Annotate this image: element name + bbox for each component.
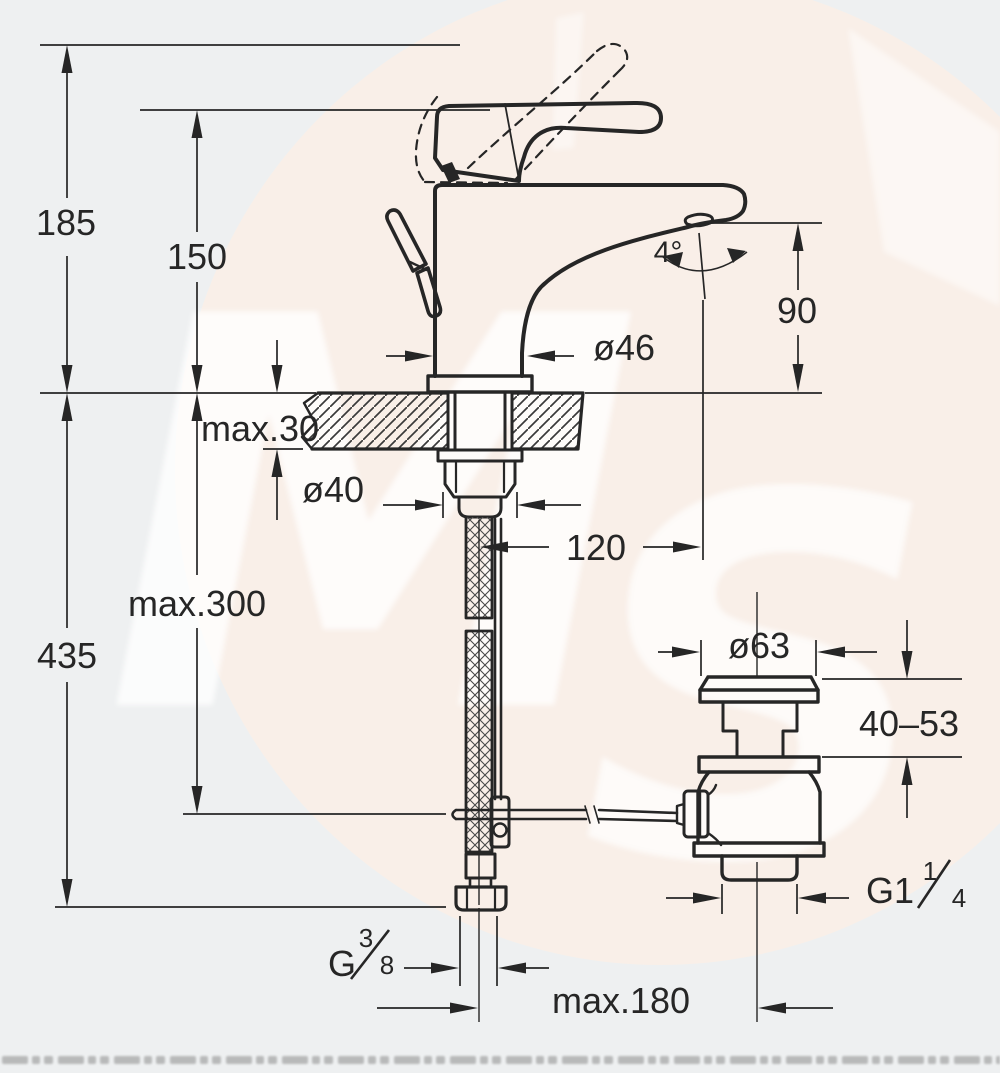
dim-label-120: 120 (566, 527, 626, 568)
dim-label-40-53: 40–53 (859, 703, 959, 744)
angle-arc-arrow-left (664, 252, 683, 268)
dim-label-d40: ø40 (302, 469, 364, 510)
dim-label-g38-num: 3 (359, 923, 373, 953)
dimension-lines (40, 44, 962, 1022)
rod-ball-joint (682, 789, 710, 839)
dim-label-max300: max.300 (128, 583, 266, 624)
dim-label-g114-prefix: G1 (866, 870, 914, 911)
dim-label-g114-den: 4 (952, 883, 966, 913)
popup-rod (451, 517, 686, 849)
lever-outline (433, 100, 663, 183)
deck-break-line (300, 391, 320, 451)
dim-label-d63: ø63 (728, 625, 790, 666)
dim-label-g114-num: 1 (923, 856, 937, 886)
dim-label-max30: max.30 (201, 408, 319, 449)
dim-label-90: 90 (777, 290, 817, 331)
dimension-arrowheads (61, 45, 913, 1014)
waste-stem (721, 700, 799, 759)
waste-outlet (720, 854, 799, 882)
dim-label-150: 150 (167, 236, 227, 277)
angle-arc-arrow-right (727, 248, 746, 263)
watermark-letter-m: M (105, 205, 642, 833)
angle-arc (662, 251, 748, 272)
watermark-circle (175, 0, 1000, 965)
pullrod-knob (385, 208, 443, 319)
waste-flange (697, 755, 821, 774)
rod-break-marks (584, 805, 600, 824)
watermark-letter-s: S (580, 391, 940, 973)
footer-watermark-text-band (0, 1054, 1000, 1068)
lever-profile-line (504, 103, 520, 181)
vertical-rod (493, 517, 503, 801)
countertop-section (300, 391, 585, 451)
dim-label-g38-den: 8 (380, 950, 394, 980)
mounting-nut (443, 459, 517, 499)
dim-label-d46: ø46 (593, 327, 655, 368)
body-spout-outline (433, 183, 748, 378)
rod-clamp (489, 795, 511, 849)
base-flange (426, 374, 534, 394)
fraction-slashes (349, 859, 952, 980)
popup-waste (682, 675, 826, 882)
dim-label-angle: 4° (654, 236, 683, 269)
dim-label-185: 185 (36, 202, 96, 243)
dim-label-g38-prefix: G (328, 943, 356, 984)
watermark-streak (848, 28, 1000, 306)
clamp-screw (492, 822, 508, 838)
lever-raised-phantom (414, 42, 629, 185)
watermark-letters: M S (105, 12, 1000, 973)
dim-label-435: 435 (37, 635, 97, 676)
lever-handle (433, 100, 663, 183)
waste-plug-cap (698, 675, 820, 692)
dim-label-max180: max.180 (552, 980, 690, 1021)
center-lines (478, 520, 758, 1022)
lever-pivot (441, 162, 460, 183)
dimension-labels: 185 150 90 4° ø46 max.30 ø40 120 max.300… (36, 202, 966, 1021)
supply-nut (454, 885, 508, 912)
